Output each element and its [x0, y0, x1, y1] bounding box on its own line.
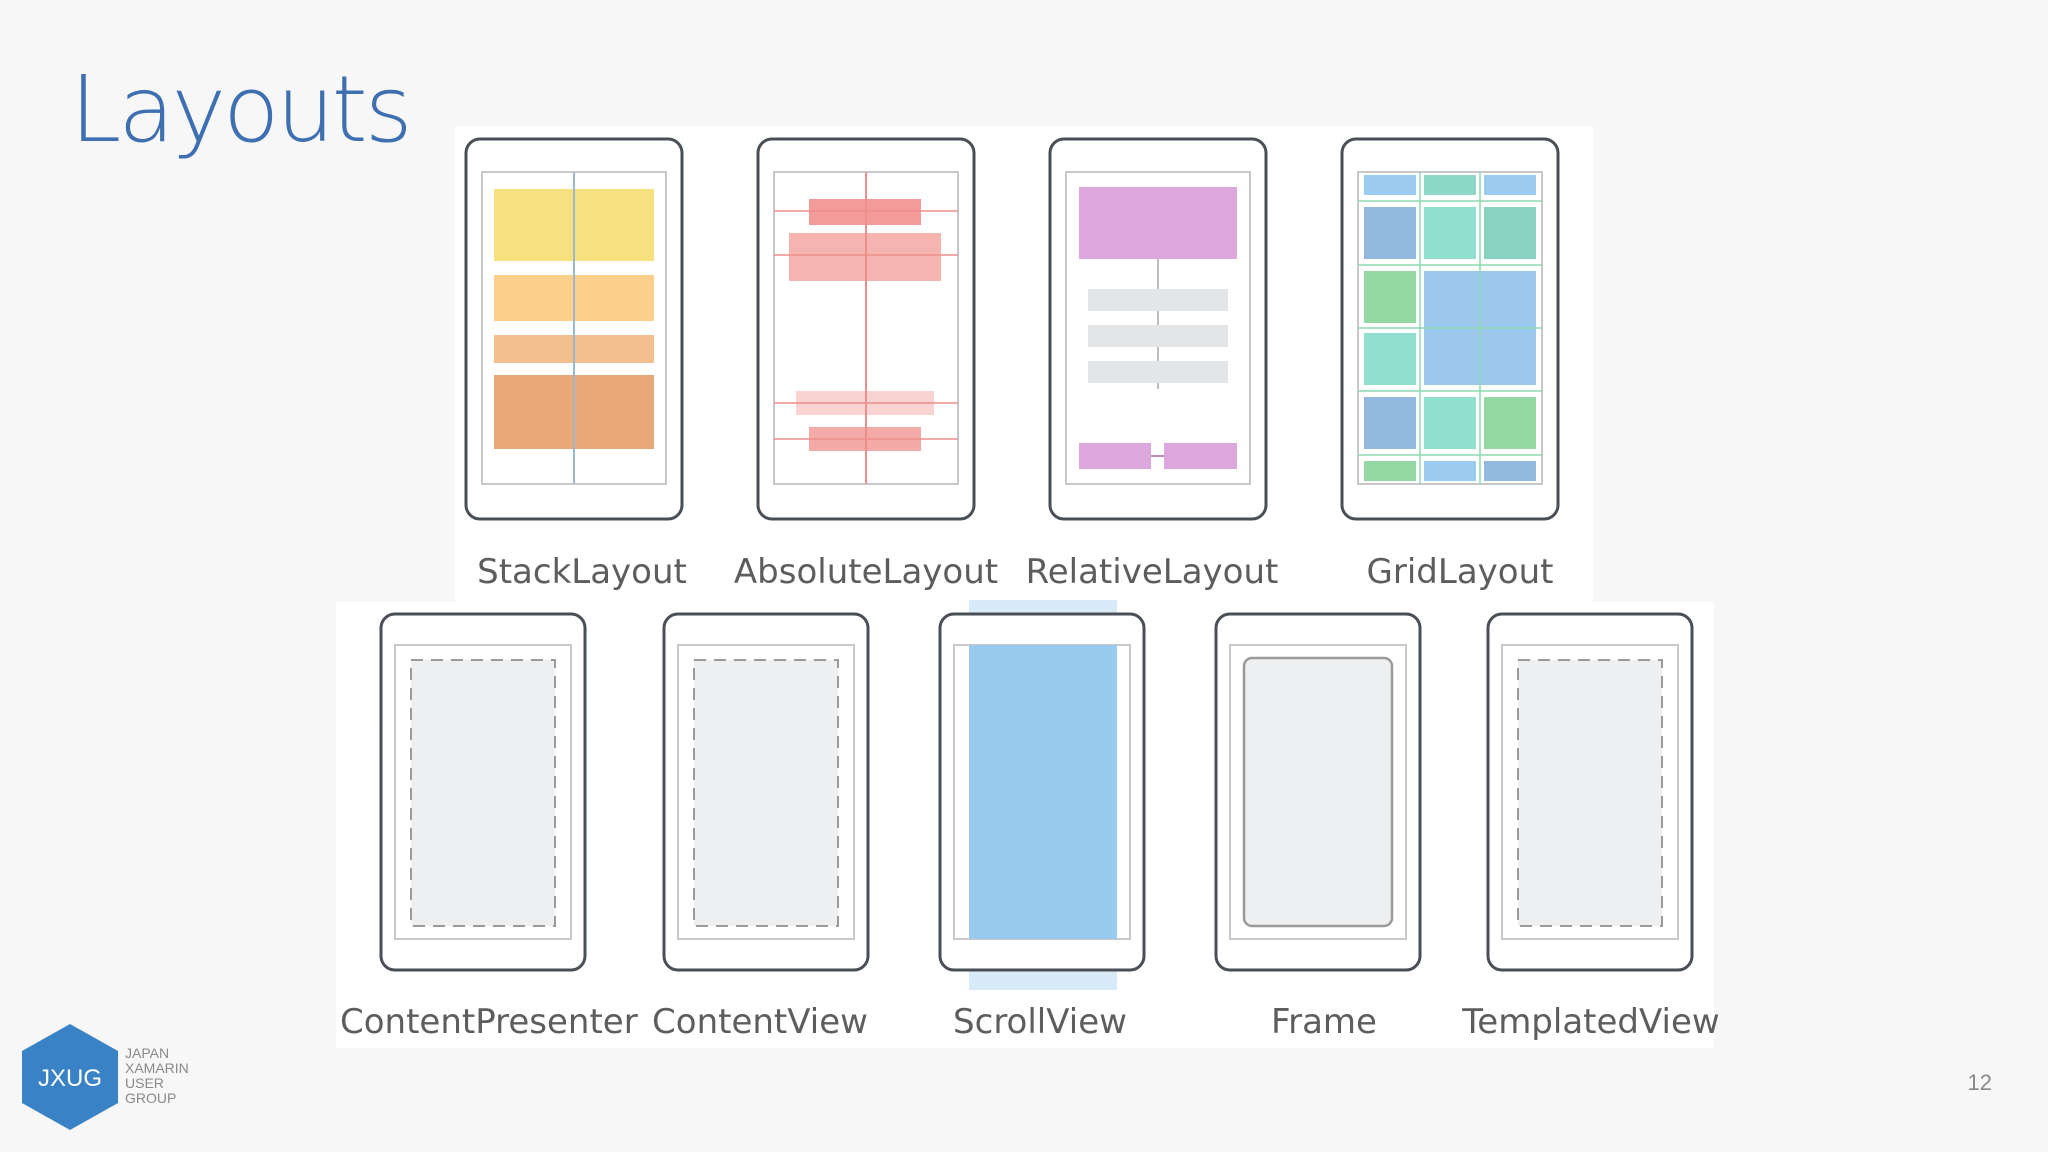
hexagon-icon — [22, 1024, 118, 1130]
caption-gridlayout: GridLayout — [1366, 552, 1554, 592]
contentpresenter-illustration — [379, 612, 589, 974]
absolutelayout-illustration — [756, 137, 976, 521]
logo-wordmark: JAPAN XAMARIN USER GROUP — [125, 1046, 189, 1106]
frame-illustration — [1214, 612, 1424, 974]
logo-line-user: USER — [125, 1075, 164, 1091]
contentview-illustration — [662, 612, 872, 974]
caption-scrollview: ScrollView — [953, 1002, 1127, 1042]
caption-frame: Frame — [1271, 1002, 1377, 1042]
logo-mark: JXUG — [38, 1065, 102, 1092]
gridlayout-illustration — [1340, 137, 1560, 521]
relativelayout-illustration — [1048, 137, 1268, 521]
logo-line-japan: JAPAN — [125, 1045, 170, 1061]
jxug-logo: JXUG — [18, 1022, 122, 1136]
caption-templatedview: TemplatedView — [1462, 1002, 1720, 1042]
caption-contentpresenter: ContentPresenter — [340, 1002, 638, 1042]
templatedview-illustration — [1486, 612, 1696, 974]
logo-line-xamarin: XAMARIN — [125, 1060, 189, 1076]
page-number: 12 — [1967, 1070, 1992, 1095]
caption-absolutelayout: AbsoluteLayout — [733, 552, 999, 592]
scrollview-illustration — [938, 600, 1148, 992]
logo-line-group: GROUP — [125, 1090, 177, 1106]
caption-relativelayout: RelativeLayout — [1025, 552, 1279, 592]
stacklayout-illustration — [464, 137, 684, 521]
caption-stacklayout: StackLayout — [477, 552, 687, 592]
caption-contentview: ContentView — [652, 1002, 868, 1042]
slide-title: Layouts — [70, 56, 413, 163]
